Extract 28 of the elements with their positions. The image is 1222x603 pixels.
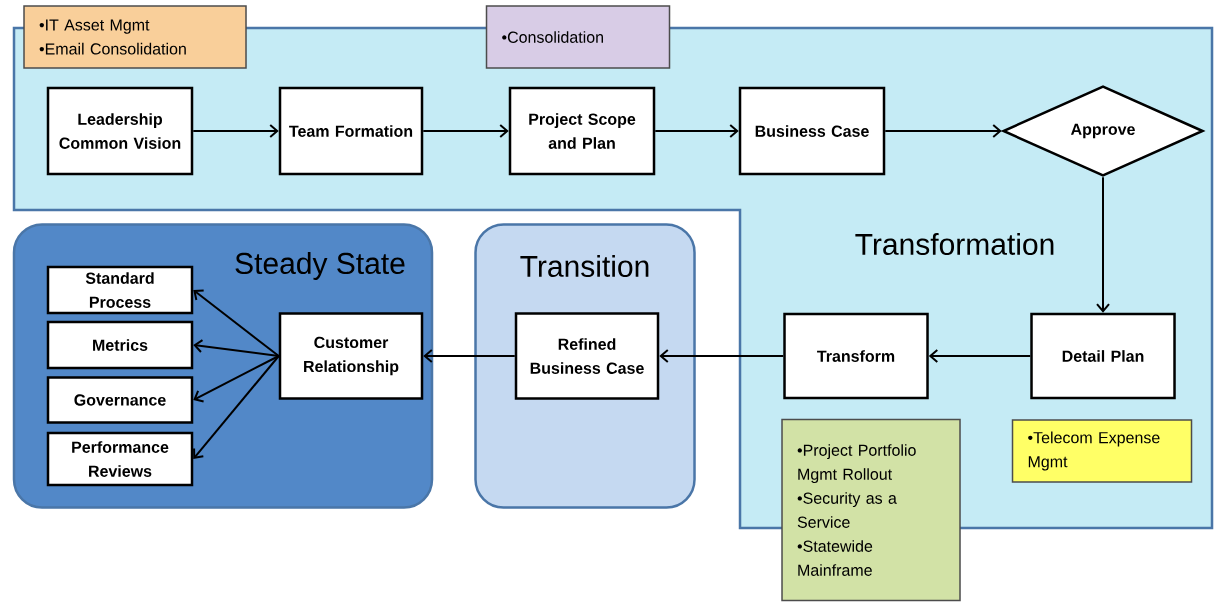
arrow: [423, 349, 516, 363]
process-box: Detail Plan: [1030, 312, 1176, 400]
process-box: Performance Reviews: [46, 431, 194, 487]
note-box: •Consolidation: [485, 5, 671, 69]
arrow: [193, 339, 280, 357]
arrow: [654, 124, 739, 138]
arrow: [193, 355, 280, 459]
arrow: [1096, 176, 1110, 313]
note-box: •Project Portfolio Mgmt Rollout •Security as a Service •Statewide Mainframe: [781, 418, 961, 602]
process-box: Standard Process: [46, 265, 194, 315]
process-box: Business Case: [738, 86, 886, 176]
process-box: Customer Relationship: [278, 312, 424, 400]
note-box: •IT Asset Mgmt •Email Consolidation: [23, 5, 247, 69]
process-box: Metrics: [46, 320, 194, 370]
process-box: Governance: [46, 376, 194, 424]
process-box: Project Scope and Plan: [508, 86, 656, 176]
arrow: [422, 124, 509, 138]
arrow: [884, 124, 1002, 138]
process-box: Leadership Common Vision: [46, 86, 194, 176]
process-box: Transform: [783, 312, 929, 400]
arrow: [193, 289, 280, 357]
arrow: [928, 349, 1032, 363]
note-box: •Telecom Expense Mgmt: [1011, 419, 1193, 483]
arrow: [659, 349, 785, 363]
arrow: [192, 124, 279, 138]
arrow: [193, 355, 280, 403]
process-box: Refined Business Case: [514, 312, 660, 400]
process-box: Team Formation: [278, 86, 424, 176]
